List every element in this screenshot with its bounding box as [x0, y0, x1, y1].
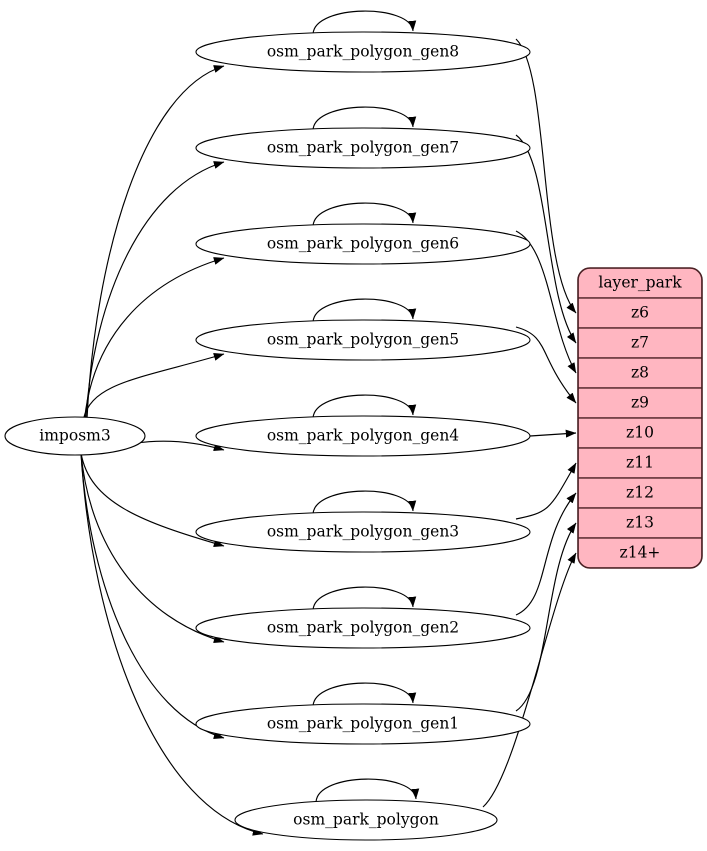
table-row-cell	[578, 537, 702, 568]
self-loop-osm_park_polygon_gen7	[312, 106, 417, 131]
self-loop-osm_park_polygon_gen2	[312, 586, 417, 611]
table-row-cell	[578, 447, 702, 479]
node-ellipse	[4, 416, 146, 456]
edge-osm_park_polygon-to-z14+	[482, 552, 577, 808]
table-header-label: layer_park	[598, 274, 682, 292]
edge-imposm3-to-osm_park_polygon_gen5	[82, 353, 225, 420]
edge-osm_park_polygon_gen6-to-z8	[515, 230, 577, 374]
self-loop-osm_park_polygon_gen4	[312, 394, 417, 419]
node-imposm3[interactable]: imposm3	[4, 416, 146, 456]
edge-imposm3-to-osm_park_polygon_gen2	[80, 452, 225, 644]
edge-imposm3-to-osm_park_polygon_gen1	[80, 452, 225, 739]
nodes-layer: imposm3 osm_park_polygon_gen8 osm_park_pol…	[4, 31, 531, 841]
self-loop-osm_park_polygon_gen8	[312, 10, 417, 35]
node-label: osm_park_polygon_gen6	[267, 235, 459, 253]
edges-layer	[80, 10, 577, 836]
edge-osm_park_polygon_gen3-to-z11	[515, 462, 577, 520]
table-row-label: z7	[631, 334, 649, 352]
edge-imposm3-to-osm_park_polygon_gen3	[80, 452, 225, 548]
node-osm_park_polygon_gen8[interactable]: osm_park_polygon_gen8	[195, 31, 531, 73]
node-osm_park_polygon_gen5[interactable]: osm_park_polygon_gen5	[195, 319, 531, 361]
table-row-label: z14+	[620, 544, 661, 562]
node-osm_park_polygon_gen3[interactable]: osm_park_polygon_gen3	[195, 511, 531, 553]
self-loop-osm_park_polygon_gen5	[312, 298, 417, 323]
table-row-label: z9	[631, 394, 649, 412]
node-ellipse	[195, 31, 531, 73]
node-label: osm_park_polygon	[293, 811, 439, 829]
node-osm_park_polygon_gen7[interactable]: osm_park_polygon_gen7	[195, 127, 531, 169]
table-row-cell	[578, 387, 702, 419]
node-ellipse	[195, 607, 531, 649]
node-osm_park_polygon[interactable]: osm_park_polygon	[234, 799, 498, 841]
table-row-label: z6	[631, 304, 649, 322]
node-ellipse	[195, 415, 531, 457]
table-row-cell	[578, 507, 702, 539]
node-ellipse	[195, 127, 531, 169]
edge-osm_park_polygon_gen5-to-z9	[515, 326, 577, 404]
table-row-label: z12	[626, 484, 654, 502]
node-osm_park_polygon_gen1[interactable]: osm_park_polygon_gen1	[195, 703, 531, 745]
table-row-cell	[578, 327, 702, 359]
edge-imposm3-to-osm_park_polygon_gen6	[84, 257, 225, 420]
self-loop-osm_park_polygon_gen3	[312, 490, 417, 515]
edge-osm_park_polygon_gen1-to-z13	[515, 522, 577, 712]
edge-imposm3-to-osm_park_polygon_gen8	[86, 65, 225, 420]
node-ellipse	[195, 703, 531, 745]
node-ellipse	[195, 223, 531, 265]
node-label: osm_park_polygon_gen2	[267, 619, 459, 637]
node-label: osm_park_polygon_gen4	[267, 427, 459, 445]
node-ellipse	[195, 319, 531, 361]
self-loop-osm_park_polygon_gen1	[312, 682, 417, 707]
table-row-label: z13	[626, 514, 654, 532]
node-osm_park_polygon_gen6[interactable]: osm_park_polygon_gen6	[195, 223, 531, 265]
edge-imposm3-to-osm_park_polygon_gen7	[85, 161, 225, 420]
node-label: imposm3	[39, 427, 110, 445]
table-layer: layer_park z6 z7 z8 z9 z10 z11 z12 z13 z14+	[577, 267, 703, 569]
layer-park-table	[577, 267, 703, 569]
table-row-label: z10	[626, 424, 654, 442]
node-label: osm_park_polygon_gen3	[267, 523, 459, 541]
table-row-label: z8	[631, 364, 649, 382]
edge-osm_park_polygon_gen8-to-z6	[515, 38, 577, 314]
node-osm_park_polygon_gen4[interactable]: osm_park_polygon_gen4	[195, 415, 531, 457]
self-loop-osm_park_polygon	[315, 778, 420, 803]
edge-osm_park_polygon_gen4-to-z10	[529, 429, 577, 438]
table-row-label: z11	[626, 454, 654, 472]
edge-imposm3-to-osm_park_polygon	[80, 452, 264, 836]
table-row-cell	[578, 477, 702, 509]
node-label: osm_park_polygon_gen1	[267, 715, 459, 733]
node-ellipse	[234, 799, 498, 841]
node-ellipse	[195, 511, 531, 553]
node-label: osm_park_polygon_gen7	[267, 139, 459, 157]
self-loop-osm_park_polygon_gen6	[312, 202, 417, 227]
edge-osm_park_polygon_gen2-to-z12	[515, 492, 577, 616]
node-label: osm_park_polygon_gen5	[267, 331, 459, 349]
table-row-cell	[578, 417, 702, 449]
node-osm_park_polygon_gen2[interactable]: osm_park_polygon_gen2	[195, 607, 531, 649]
node-label: osm_park_polygon_gen8	[267, 43, 459, 61]
